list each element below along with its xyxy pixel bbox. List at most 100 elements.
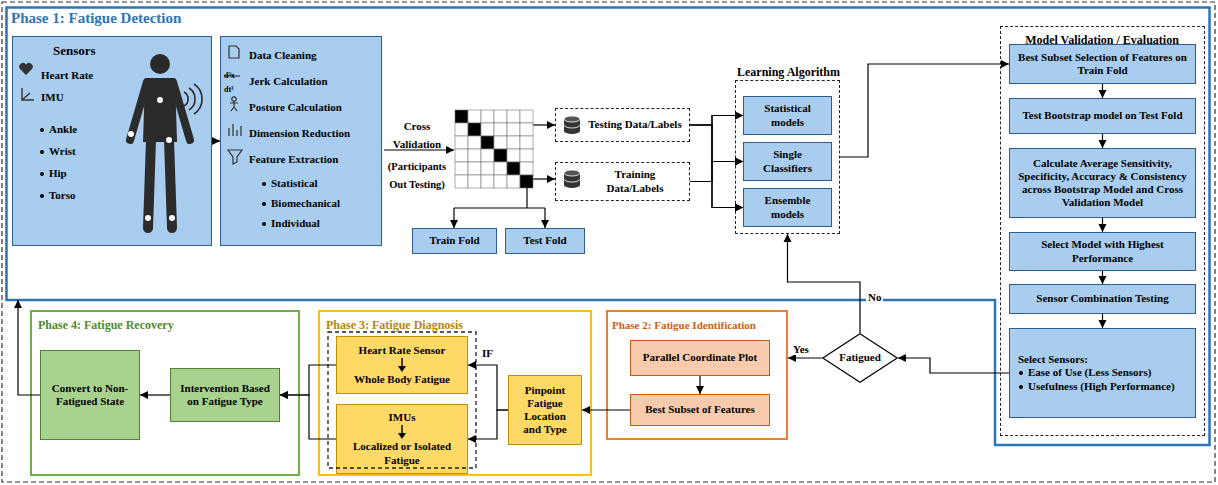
process-box: Statistical models	[743, 96, 832, 135]
matrix-cell	[468, 136, 481, 149]
process-box: Best Subset of Features	[630, 394, 770, 426]
heading: Sensors	[53, 43, 96, 58]
flow-arrow	[699, 376, 700, 394]
matrix-cell	[468, 110, 481, 123]
list-item: Usefulness (High Performance)	[1018, 380, 1175, 393]
edge-label: No	[866, 291, 883, 303]
process-box: Parallel Coordinate Plot	[630, 340, 770, 376]
node-label: Train Fold	[429, 234, 479, 247]
node-label: Statistical models	[749, 102, 826, 128]
process-box: Heart Rate SensorWhole Body Fatigue	[336, 336, 468, 394]
imu-icon	[22, 88, 34, 100]
matrix-cell	[481, 175, 494, 188]
matrix-cell	[520, 110, 533, 123]
flow-arrow	[840, 64, 1009, 157]
matrix-cell	[455, 136, 468, 149]
sensor-panel: SensorsHeart RateIMUAnkleWristHipTorso	[12, 36, 212, 246]
flow-label: Cross Validation	[393, 120, 442, 150]
list-item: Statistical	[261, 177, 317, 190]
flow-arrow	[690, 125, 743, 162]
node-label: Heart Rate Sensor	[359, 344, 446, 357]
node-label: Localized or Isolated Fatigue	[342, 440, 462, 466]
flow-arrow	[1102, 314, 1103, 328]
node-label: Heart Rate	[41, 69, 93, 81]
dashed-group	[328, 332, 476, 468]
matrix-cell	[520, 162, 533, 175]
node-label: Select Model with Highest Performance	[1015, 238, 1190, 264]
matrix-cell	[494, 136, 507, 149]
phase-panel: Parallel Coordinate PlotBest Subset of F…	[606, 310, 788, 440]
node-label: Single Classifiers	[749, 148, 826, 174]
matrix-cell	[507, 175, 520, 188]
flow-arrow	[468, 410, 508, 439]
node-label: Best Subset of Features	[645, 403, 754, 416]
node-label: IMU	[41, 91, 64, 103]
matrix-cell	[468, 175, 481, 188]
heading: Phase 2: Fatigue Identification	[612, 319, 756, 331]
flow-arrow	[212, 140, 220, 141]
matrix-cell	[507, 136, 520, 149]
process-box: Intervention Based on Fatigue Type	[170, 368, 280, 422]
flow-arrow	[280, 395, 336, 439]
heading: Phase 3: Fatigue Diagnosis	[326, 318, 463, 332]
cv-matrix	[455, 110, 533, 188]
node-label: Parallel Coordinate Plot	[643, 351, 757, 364]
node-label: Whole Body Fatigue	[354, 373, 450, 386]
flow-arrow	[1102, 84, 1103, 98]
process-box: IMUsLocalized or Isolated Fatigue	[336, 404, 468, 474]
matrix-cell	[494, 149, 507, 162]
data-box: Training Data/Labels	[555, 162, 690, 201]
person-figure	[128, 54, 202, 228]
down-arrow	[397, 358, 407, 372]
node-label: Dimension Reduction	[249, 127, 350, 139]
flow-arrow	[582, 409, 630, 410]
heading: Model Validation / Evaluation	[1025, 33, 1179, 47]
node-label: Test Fold	[523, 234, 566, 247]
flow-arrow	[140, 394, 170, 395]
process-box: Calculate Average Sensitivity, Specifici…	[1009, 148, 1196, 218]
node-label: Ensemble models	[749, 194, 826, 220]
list-item: Hip	[39, 167, 67, 180]
matrix-cell	[494, 175, 507, 188]
flow-arrow	[18, 300, 40, 395]
heading: Learning Algorithm	[737, 65, 840, 79]
node-label: IMUs	[389, 411, 416, 424]
phase-panel: Pinpoint Fatigue Location and Type Heart …	[318, 310, 592, 476]
matrix-cell	[507, 162, 520, 175]
matrix-cell	[468, 162, 481, 175]
node-label: Jerk Calculation	[249, 75, 328, 87]
matrix-cell	[455, 162, 468, 175]
matrix-cell	[481, 110, 494, 123]
node-label: Posture Calculation	[249, 101, 342, 113]
flow-arrow	[1102, 134, 1103, 148]
node-label: Best Subset Selection of Features on Tra…	[1015, 51, 1190, 77]
node-label: Test Bootstrap model on Test Fold	[1022, 109, 1182, 122]
heart-icon	[19, 63, 33, 75]
heading: Phase 1: Fatigue Detection	[11, 10, 181, 26]
matrix-cell	[520, 123, 533, 136]
process-box: Best Subset Selection of Features on Tra…	[1009, 44, 1196, 84]
list-item: Wrist	[39, 145, 76, 158]
matrix-cell	[468, 149, 481, 162]
phase-panel: Convert to Non-Fatigued State Interventio…	[30, 310, 300, 476]
process-box: Select Model with Highest Performance	[1009, 232, 1196, 271]
flow-arrow	[788, 357, 822, 358]
node-label: Pinpoint Fatigue Location and Type	[514, 384, 576, 437]
process-box: Convert to Non-Fatigued State	[40, 350, 140, 440]
node-label: Intervention Based on Fatigue Type	[176, 382, 274, 408]
flow-arrow	[690, 116, 743, 182]
process-box: Ensemble models	[743, 188, 832, 227]
matrix-cell	[520, 149, 533, 162]
process-box: Sensor Combination Testing	[1009, 284, 1196, 314]
node-label: Training Data/Labels	[586, 168, 684, 194]
node-label: Calculate Average Sensitivity, Specifici…	[1015, 157, 1190, 210]
process-panel: Data CleaningJerk CalculationPosture Cal…	[220, 36, 382, 246]
matrix-cell	[520, 175, 533, 188]
flow-arrow	[788, 234, 861, 333]
matrix-cell	[481, 149, 494, 162]
node-label: Testing Data/Labels	[588, 118, 681, 131]
matrix-cell	[481, 136, 494, 149]
list-item: Torso	[39, 189, 76, 202]
